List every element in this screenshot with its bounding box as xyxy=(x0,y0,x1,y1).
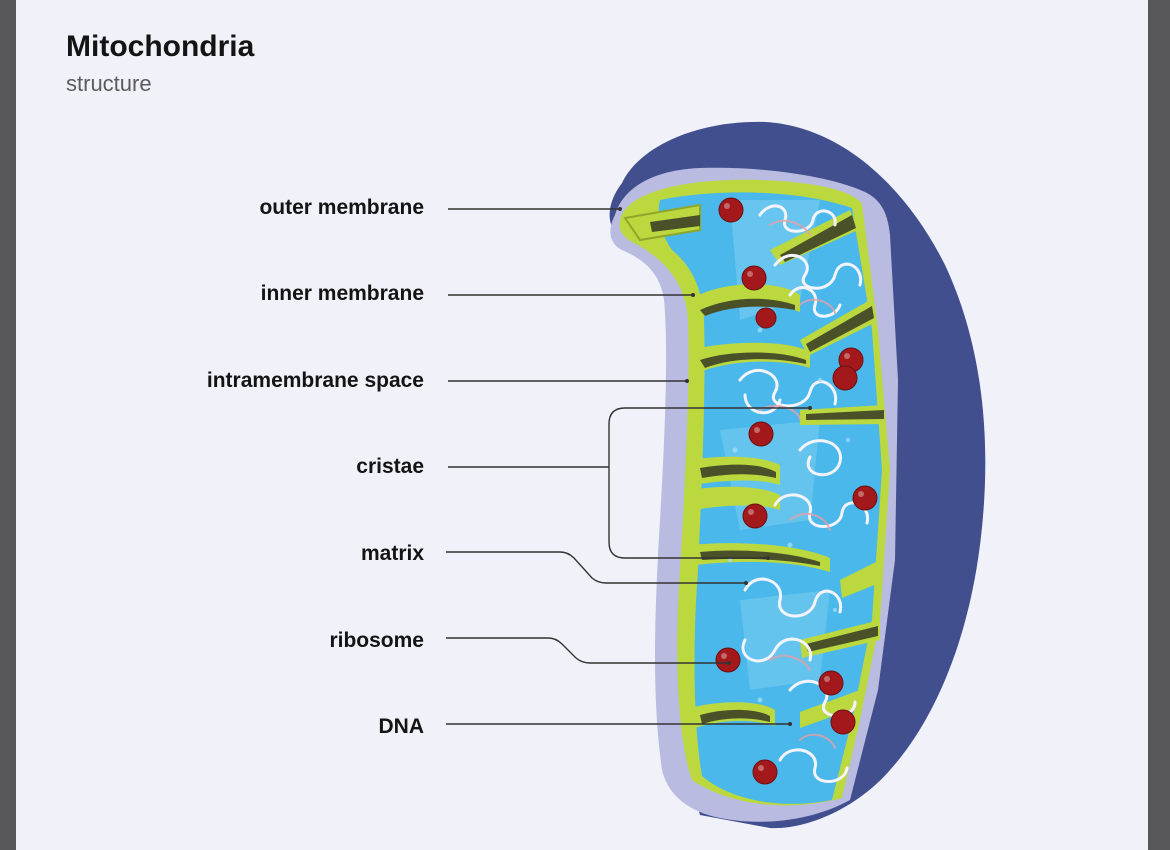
leader-lines xyxy=(446,208,810,725)
ribosomes xyxy=(715,197,878,785)
leader-matrix xyxy=(446,551,746,584)
cristae-bracket xyxy=(608,407,810,559)
cristae-folds xyxy=(623,203,886,728)
label-ribosome: ribosome xyxy=(329,629,424,652)
label-matrix: matrix xyxy=(360,542,424,565)
leader-ribosome xyxy=(446,637,729,664)
label-outer-membrane: outer membrane xyxy=(259,196,424,219)
label-cristae: cristae xyxy=(356,455,424,478)
label-intramembrane-space: intramembrane space xyxy=(206,369,424,392)
label-dna: DNA xyxy=(378,715,425,738)
diagram-subtitle: structure xyxy=(66,71,152,96)
label-inner-membrane: inner membrane xyxy=(260,282,424,305)
diagram-title: Mitochondria xyxy=(66,30,255,63)
